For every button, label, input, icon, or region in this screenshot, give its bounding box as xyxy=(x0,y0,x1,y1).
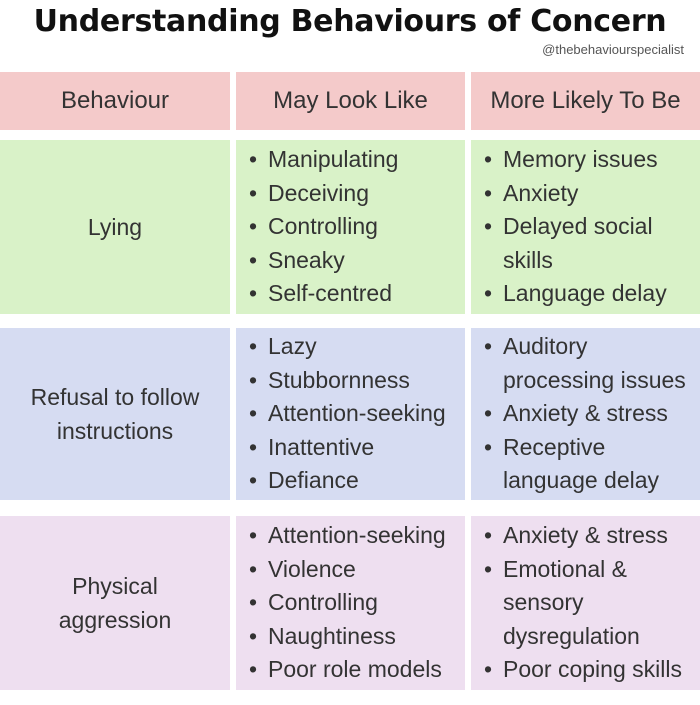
behaviour-aggression: Physical aggression xyxy=(0,516,230,690)
list-item: Manipulating xyxy=(246,143,465,177)
list-item: Deceiving xyxy=(246,177,465,211)
list-item-continued: processing issues xyxy=(503,366,686,393)
behaviour-label-line: aggression xyxy=(58,607,172,633)
behaviour-lying: Lying xyxy=(0,140,230,314)
header-may-look-like: May Look Like xyxy=(236,72,465,130)
list-item: Language delay xyxy=(481,277,700,311)
list-item: Violence xyxy=(246,553,465,587)
list-item: Controlling xyxy=(246,586,465,620)
list-item: Sneaky xyxy=(246,244,465,278)
list-item: Emotional & xyxy=(481,553,700,587)
list-item-continued: sensory xyxy=(503,589,584,616)
list-item: Anxiety & stress xyxy=(481,397,700,431)
list-item: Anxiety & stress xyxy=(481,519,700,553)
list-item: Memory issues xyxy=(481,143,700,177)
lying-may-look-like: Manipulating Deceiving Controlling Sneak… xyxy=(236,140,465,314)
list-item-continued: language delay xyxy=(503,467,660,494)
list-item: Defiance xyxy=(246,464,465,498)
header-behaviour: Behaviour xyxy=(0,72,230,130)
header-more-likely: More Likely To Be xyxy=(471,72,700,130)
list-item-continued: dysregulation xyxy=(503,622,640,649)
list-item: Attention-seeking xyxy=(246,519,465,553)
list-item: Attention-seeking xyxy=(246,397,465,431)
list-item: Delayed social xyxy=(481,210,700,244)
author-handle: @thebehaviourspecialist xyxy=(542,42,684,57)
page-title: Understanding Behaviours of Concern xyxy=(33,4,667,39)
list-item: Receptive xyxy=(481,431,700,465)
aggression-more-likely: Anxiety & stress Emotional & sensory dys… xyxy=(471,516,700,690)
behaviour-label-line: Refusal to follow xyxy=(30,384,200,410)
behaviour-label-line: instructions xyxy=(56,418,174,444)
list-item: Controlling xyxy=(246,210,465,244)
list-item: Naughtiness xyxy=(246,620,465,654)
list-item: Inattentive xyxy=(246,431,465,465)
behaviour-label: Lying xyxy=(87,214,143,240)
behaviour-refusal: Refusal to follow instructions xyxy=(0,328,230,500)
list-item: Anxiety xyxy=(481,177,700,211)
list-item: Poor role models xyxy=(246,653,465,687)
behaviour-label-line: Physical xyxy=(72,573,158,599)
list-item: Self-centred xyxy=(246,277,465,311)
aggression-may-look-like: Attention-seeking Violence Controlling N… xyxy=(236,516,465,690)
list-item-continued: skills xyxy=(503,246,553,273)
list-item: Stubbornness xyxy=(246,364,465,398)
list-item: Lazy xyxy=(246,330,465,364)
refusal-may-look-like: Lazy Stubbornness Attention-seeking Inat… xyxy=(236,328,465,500)
list-item: Poor coping skills xyxy=(481,653,700,687)
refusal-more-likely: Auditory processing issues Anxiety & str… xyxy=(471,328,700,500)
list-item: Auditory xyxy=(481,330,700,364)
lying-more-likely: Memory issues Anxiety Delayed social ski… xyxy=(471,140,700,314)
